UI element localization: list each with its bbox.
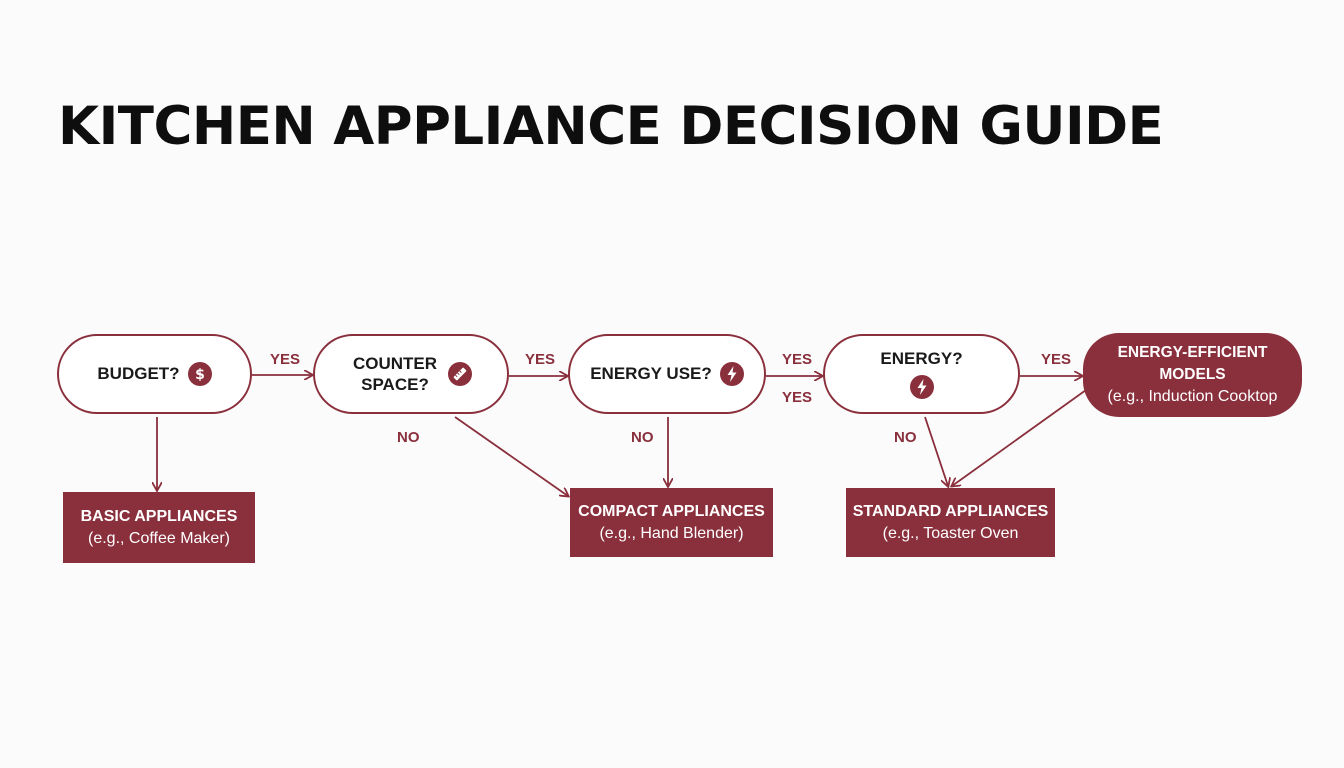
outcome-example: (e.g., Hand Blender) — [599, 524, 744, 542]
svg-text:$: $ — [195, 367, 205, 383]
outcome-example: (e.g., Coffee Maker) — [88, 529, 230, 547]
decision-energy: ENERGY? — [823, 334, 1020, 414]
outcome-example: (e.g., Induction Cooktop — [1107, 388, 1278, 405]
edge-label-no: NO — [631, 429, 654, 446]
outcome-standard-appliances: STANDARD APPLIANCES (e.g., Toaster Oven — [846, 488, 1055, 557]
edge-label-yes: YES — [782, 351, 813, 368]
decision-label: ENERGY USE? — [590, 364, 712, 383]
outcome-energy-efficient-models: ENERGY-EFFICIENT MODELS (e.g., Induction… — [1083, 333, 1302, 417]
outcome-title: ENERGY-EFFICIENT MODELS — [1117, 344, 1268, 383]
edge-label-yes: YES — [782, 389, 813, 406]
page-title: KITCHEN APPLIANCE DECISION GUIDE — [58, 96, 1164, 157]
arrow-counter-no — [454, 416, 568, 496]
decision-label: ENERGY? — [880, 349, 963, 368]
outcome-basic-appliances: BASIC APPLIANCES (e.g., Coffee Maker) — [63, 492, 255, 563]
outcome-example: (e.g., Toaster Oven — [882, 524, 1019, 542]
decision-energy-use: ENERGY USE? — [568, 334, 766, 414]
edge-label-yes: YES — [1041, 351, 1072, 368]
decision-counter-space: COUNTER SPACE? — [313, 334, 509, 414]
arrow-energy-no — [924, 416, 948, 486]
outcome-title: COMPACT APPLIANCES — [578, 502, 765, 520]
arrow-efficient-to-standard — [952, 389, 1087, 486]
edge-label-no: NO — [894, 429, 917, 446]
decision-label: COUNTER SPACE? — [352, 354, 438, 394]
outcome-title: BASIC APPLIANCES — [80, 507, 238, 525]
decision-budget: BUDGET? $ — [57, 334, 252, 414]
lightning-icon — [909, 375, 934, 399]
edge-label-yes: YES — [525, 351, 556, 368]
outcome-compact-appliances: COMPACT APPLIANCES (e.g., Hand Blender) — [570, 488, 773, 557]
decision-label: BUDGET? — [97, 364, 180, 383]
outcome-title: STANDARD APPLIANCES — [852, 502, 1049, 520]
edge-label-yes: YES — [270, 351, 301, 368]
edge-label-no: NO — [397, 429, 420, 446]
lightning-icon — [719, 362, 744, 386]
dollar-icon: $ — [187, 362, 212, 386]
ruler-icon — [448, 362, 472, 386]
